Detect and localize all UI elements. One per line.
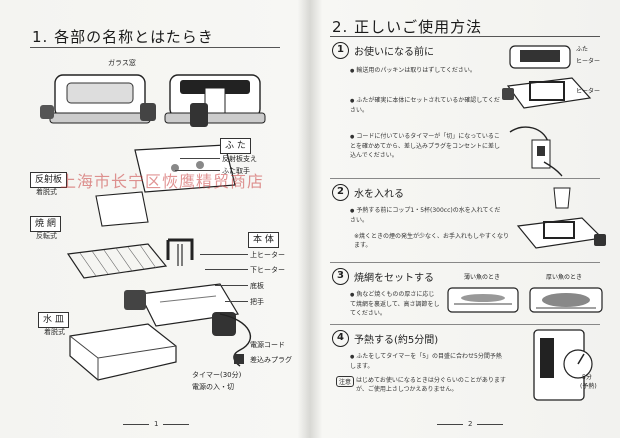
callout-power-switch: 電源の入・切 bbox=[192, 383, 234, 391]
step-1-number: 1 bbox=[332, 42, 349, 59]
leader-line bbox=[200, 254, 248, 255]
body-illustration bbox=[124, 238, 239, 336]
leader-line bbox=[180, 158, 220, 159]
step-3-thin-fish-illustration bbox=[447, 287, 519, 313]
section-divider bbox=[330, 262, 600, 263]
page-title-right: 2. 正しいご使用方法 bbox=[332, 18, 483, 36]
step-3-number: 3 bbox=[332, 268, 349, 285]
callout-glass-window: ガラス窓 bbox=[108, 59, 136, 67]
title-rule bbox=[330, 36, 600, 37]
callout-power-cord: 電源コード bbox=[250, 341, 285, 349]
step-4-number: 4 bbox=[332, 330, 349, 347]
step-1-bullet: 輸送用のパッキンは取りはずしてください。 bbox=[350, 66, 505, 76]
step-4-title: 予熱する(約5分間) bbox=[354, 335, 439, 346]
grill-net-illustration bbox=[66, 243, 168, 279]
step-2-water-illustration bbox=[516, 187, 606, 249]
dial-label-5min: 5分 bbox=[582, 374, 592, 381]
left-page: 1. 各部の名称とはたらき ガラス窓 ふ た 反射板支え ふた取手 反射 bbox=[0, 0, 306, 438]
power-cord-illustration bbox=[219, 313, 252, 367]
label-grill-net: 焼 網 bbox=[30, 216, 61, 232]
watermark: 上海市长宁区恢鹰精贸商店 bbox=[60, 172, 265, 191]
water-tray-detachable: 着脱式 bbox=[44, 328, 65, 336]
reflector-detachable: 着脱式 bbox=[36, 188, 57, 196]
leader-line bbox=[175, 170, 220, 171]
page-number-right: 2 bbox=[432, 420, 508, 428]
step-1-heading: 1 お使いになる前に bbox=[332, 42, 434, 59]
step-1-bullet: コードに付いているタイマーが「切」になっていることを確かめてから、差し込みプラグ… bbox=[350, 132, 505, 160]
step-4-bullet: ふたをしてタイマーを「5」の目盛に合わせ5分間予熱します。 bbox=[350, 352, 505, 371]
callout-lid-handle: ふた取手 bbox=[222, 167, 250, 175]
step-3-label-thick-fish: 厚い魚のとき bbox=[546, 274, 583, 281]
dial-sublabel-preheat: (予熱) bbox=[580, 383, 597, 390]
step-1-label-heater: ヒーター bbox=[576, 58, 601, 65]
leader-line bbox=[225, 301, 248, 302]
step-1-label-lid: ふた bbox=[576, 46, 589, 53]
step-2-number: 2 bbox=[332, 184, 349, 201]
step-3-heading: 3 焼網をセットする bbox=[332, 268, 434, 285]
reflector-illustration bbox=[95, 191, 149, 227]
grill-net-reversible: 反転式 bbox=[36, 232, 57, 240]
page-title-left: 1. 各部の名称とはたらき bbox=[32, 28, 214, 46]
caution-tag: 注意 bbox=[336, 376, 355, 387]
step-4-heading: 4 予熱する(約5分間) bbox=[332, 330, 438, 347]
label-water-tray: 水 皿 bbox=[38, 312, 69, 328]
step-4-timer-dial-illustration bbox=[533, 329, 593, 401]
step-1-label-heater: ヒーター bbox=[576, 88, 601, 95]
grill-assembled-illustration bbox=[40, 74, 266, 127]
callout-base-plate: 底板 bbox=[250, 282, 264, 290]
leader-line bbox=[205, 269, 248, 270]
label-reflector: 反射板 bbox=[30, 172, 68, 188]
lid-illustration bbox=[134, 144, 236, 193]
callout-upper-heater: 上ヒーター bbox=[250, 251, 285, 259]
label-futa: ふ た bbox=[220, 138, 251, 154]
step-2-heading: 2 水を入れる bbox=[332, 184, 404, 201]
step-2-note: ※焼くときの煙の発生が少なく、お手入れもしやすくなります。 bbox=[354, 233, 509, 249]
step-3-title: 焼網をセットする bbox=[354, 273, 434, 284]
step-3-thick-fish-illustration bbox=[529, 287, 603, 313]
callout-reflector-support: 反射板支え bbox=[222, 155, 257, 163]
page-number-left: 1 bbox=[118, 420, 194, 428]
leader-line bbox=[215, 285, 248, 286]
step-2-bullet: 予熱する前にコップ1・5杯(300cc)の水を入れてください。 bbox=[350, 206, 505, 225]
callout-handle: 把手 bbox=[250, 298, 264, 306]
right-page: 2. 正しいご使用方法 1 お使いになる前に 輸送用のパッキンは取りはずしてくだ… bbox=[314, 0, 620, 438]
callout-timer: タイマー(30分) bbox=[192, 371, 242, 379]
step-3-label-thin-fish: 薄い魚のとき bbox=[464, 274, 501, 281]
section-divider bbox=[330, 324, 600, 325]
step-3-bullet: 魚など焼くものの厚さに応じて焼網を裏返して、高さ調節をしてください。 bbox=[350, 290, 440, 318]
water-tray-illustration bbox=[69, 323, 177, 381]
label-body: 本 体 bbox=[248, 232, 279, 248]
callout-lower-heater: 下ヒーター bbox=[250, 266, 285, 274]
step-1-bullet: ふたが確実に本体にセットされているか確認してください。 bbox=[350, 96, 505, 115]
step-1-title: お使いになる前に bbox=[354, 47, 434, 58]
caution-text: はじめてお使いになるときは分ぐらいのことがありますが、ご使用上さしつかえありませ… bbox=[356, 377, 506, 393]
step-1-grill-open-illustration bbox=[502, 45, 592, 109]
step-1-outlet-illustration bbox=[509, 126, 563, 177]
step-2-title: 水を入れる bbox=[354, 189, 404, 200]
title-rule bbox=[30, 47, 280, 48]
section-divider bbox=[330, 178, 600, 179]
callout-plug: 差込みプラグ bbox=[250, 356, 292, 364]
